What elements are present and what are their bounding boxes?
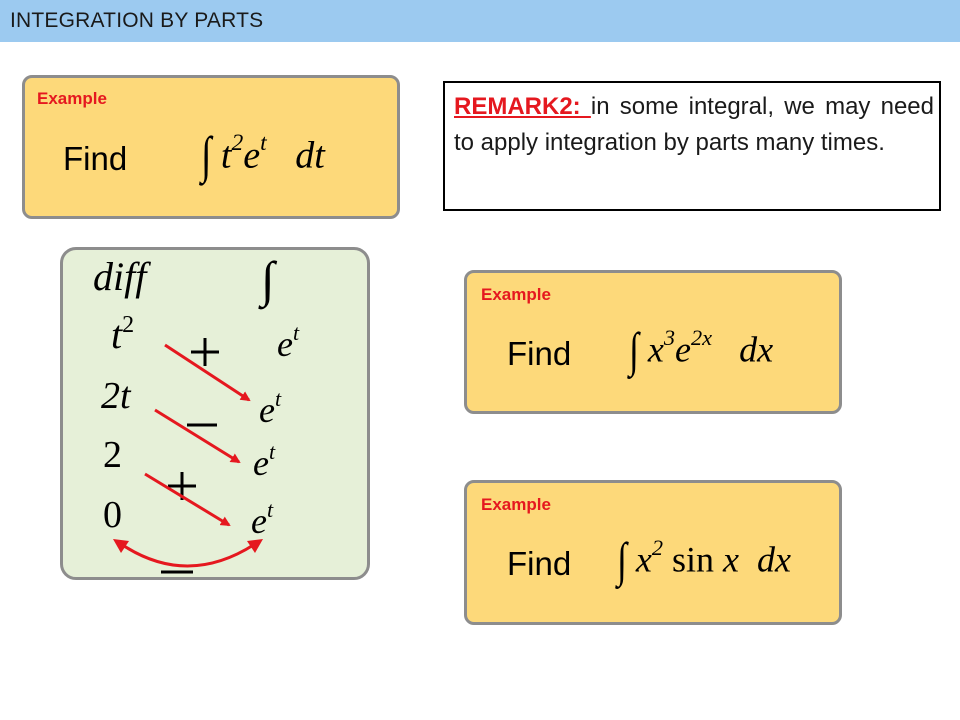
curved-arrow-head-left [113, 539, 129, 553]
exp-base: e [243, 134, 261, 177]
int-row-2: et [259, 386, 282, 430]
example-label: Example [481, 495, 551, 514]
curved-arrow-head-right [247, 539, 263, 553]
factor-power: 2 [231, 130, 244, 156]
int-row-1-base: e [277, 324, 293, 364]
trig-function: sin [672, 539, 715, 580]
integral-expression: ∫ x3e2x dx [629, 323, 774, 377]
integral-expression: ∫ x2 sin x dx [617, 533, 791, 587]
diff-row-1-power: 2 [122, 312, 134, 338]
find-text: Find [63, 140, 128, 177]
int-row-1-power: t [293, 320, 300, 345]
tabular-method-panel: diff ∫ t2 2t 2 0 et et et et [60, 247, 370, 580]
example-card-2: Example Find ∫ x3e2x dx [464, 270, 842, 414]
arrow-3 [144, 472, 231, 527]
differential: dx [739, 329, 774, 370]
factor-power: 2 [651, 535, 664, 560]
header-bar: INTEGRATION BY PARTS [0, 0, 960, 42]
integral-sign: ∫ [617, 532, 627, 587]
remark-body: in some integral, we may need to apply i… [454, 93, 935, 156]
diff-row-3: 2 [103, 434, 122, 476]
remark-heading: REMARK2: [454, 93, 591, 120]
factor: x [647, 329, 664, 370]
trig-argument: x [723, 539, 740, 580]
int-row-4: et [251, 497, 274, 541]
factor-power: 3 [663, 325, 676, 350]
factor: t [220, 134, 232, 177]
diff-header: diff [93, 254, 151, 299]
arrow-1 [164, 343, 251, 402]
integral-sign: ∫ [201, 127, 212, 185]
int-row-3-power: t [269, 439, 276, 464]
slide-title: INTEGRATION BY PARTS [10, 9, 264, 32]
exp-power: t [260, 130, 267, 156]
int-header: ∫ [258, 251, 278, 310]
arrow-2 [154, 408, 241, 464]
diff-row-2: 2t [101, 375, 132, 417]
differential: dt [295, 134, 325, 177]
remark-text: REMARK2: in some integral, we may need t… [454, 89, 934, 161]
exp-base: e [675, 329, 691, 370]
remark-box: REMARK2: in some integral, we may need t… [443, 81, 941, 211]
factor: x [635, 539, 652, 580]
integral-expression: ∫ t2et dt [201, 127, 325, 184]
int-row-2-power: t [275, 386, 282, 411]
tabular-diagram: diff ∫ t2 2t 2 0 et et et et [93, 251, 300, 574]
int-row-3-base: e [253, 443, 269, 483]
example-card-3: Example Find ∫ x2 sin x dx [464, 480, 842, 625]
sign-plus-1 [191, 338, 219, 366]
int-row-1: et [277, 320, 300, 364]
int-row-3: et [253, 439, 276, 483]
diff-row-4: 0 [103, 494, 122, 536]
int-row-2-base: e [259, 390, 275, 430]
differential: dx [757, 539, 791, 580]
curved-arrow [120, 542, 256, 568]
exp-power: 2x [691, 325, 713, 350]
find-text: Find [507, 545, 572, 582]
integral-sign: ∫ [629, 322, 639, 377]
find-text: Find [507, 335, 572, 372]
diff-row-1: t2 [111, 312, 134, 357]
example-label: Example [481, 285, 551, 304]
int-row-4-power: t [267, 497, 274, 522]
int-row-4-base: e [251, 501, 267, 541]
example-card-1: Example Find ∫ t2et dt [22, 75, 400, 219]
example-label: Example [37, 89, 107, 108]
